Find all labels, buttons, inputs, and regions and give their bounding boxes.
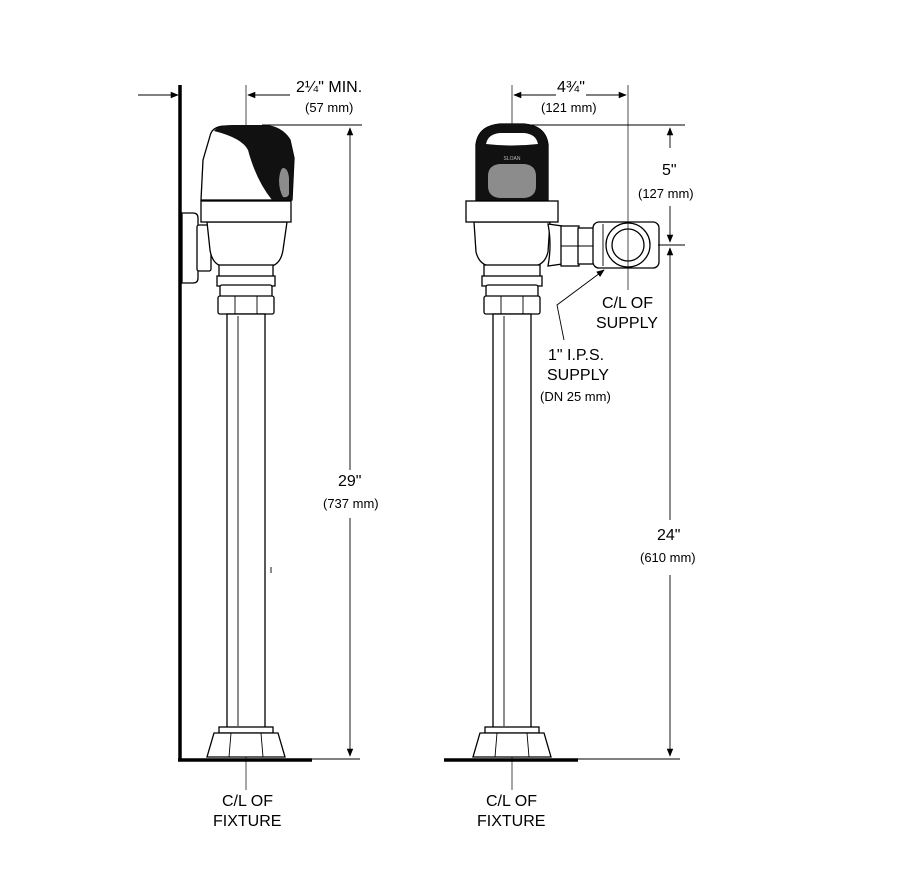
supply-spec-line1: 1" I.P.S. <box>548 347 604 364</box>
supply-centerline-label-2: SUPPLY <box>596 315 658 332</box>
top-to-supply-metric: (127 mm) <box>638 186 694 201</box>
supply-centerline-label-1: C/L OF <box>602 295 653 312</box>
tailpiece-front <box>492 313 532 729</box>
supply-spec-line2: SUPPLY <box>547 367 609 384</box>
supply-elbow <box>547 223 563 267</box>
valve-body-side <box>206 221 288 267</box>
valve-collar-front <box>465 200 559 223</box>
supply-height-metric: (610 mm) <box>640 550 696 565</box>
fixture-centerline-label-front-2: FIXTURE <box>477 813 545 830</box>
fixture-centerline-label-side-1: C/L OF <box>222 793 273 810</box>
valve-body-front <box>473 221 551 267</box>
front-view: SLOAN 4¾" (121 mm) 5" (127 mm) 24" <box>444 79 696 830</box>
supply-height-value: 24" <box>657 527 680 544</box>
top-to-supply-value: 5" <box>662 162 677 179</box>
wall-offset-metric: (57 mm) <box>305 100 353 115</box>
sloan-logo: SLOAN <box>504 156 521 162</box>
sensor-window-side <box>279 168 289 198</box>
spud-facet-front-2 <box>526 732 530 758</box>
sensor-cover-highlight <box>486 133 538 146</box>
supply-spec-metric: (DN 25 mm) <box>540 389 611 404</box>
supply-spec-leader <box>556 269 605 341</box>
valve-neck-front <box>483 264 541 278</box>
coupling-nut-side <box>219 284 273 298</box>
spud-coupling-side <box>206 732 286 758</box>
spud-collar-front <box>484 726 540 734</box>
spud-facet-side <box>228 732 232 758</box>
spud-collar-side <box>218 726 274 734</box>
fixture-centerline-label-front-1: C/L OF <box>486 793 537 810</box>
fixture-centerline-label-side-2: FIXTURE <box>213 813 281 830</box>
wall-flange <box>181 212 199 284</box>
valve-collar-side <box>200 200 292 223</box>
overall-height-metric: (737 mm) <box>323 496 379 511</box>
spud-facet-front <box>494 732 498 758</box>
coupling-nut-front <box>485 284 539 298</box>
valve-neck-side <box>218 264 274 278</box>
side-view: 2¼" MIN. (57 mm) 29" (737 mm) C/L OF FIX… <box>138 79 379 830</box>
supply-offset-value: 4¾" <box>557 79 585 96</box>
overall-height-value: 29" <box>338 473 361 490</box>
sensor-cover-side <box>214 125 294 200</box>
spud-facet-side-2 <box>260 732 264 758</box>
tailpiece-side <box>226 313 266 729</box>
sensor-window-front <box>488 164 536 198</box>
hex-nut-side <box>217 295 275 315</box>
spud-coupling-front <box>472 732 552 758</box>
wall-offset-value: 2¼" MIN. <box>296 79 362 96</box>
supply-offset-metric: (121 mm) <box>541 100 597 115</box>
hex-nut-front <box>483 295 541 315</box>
